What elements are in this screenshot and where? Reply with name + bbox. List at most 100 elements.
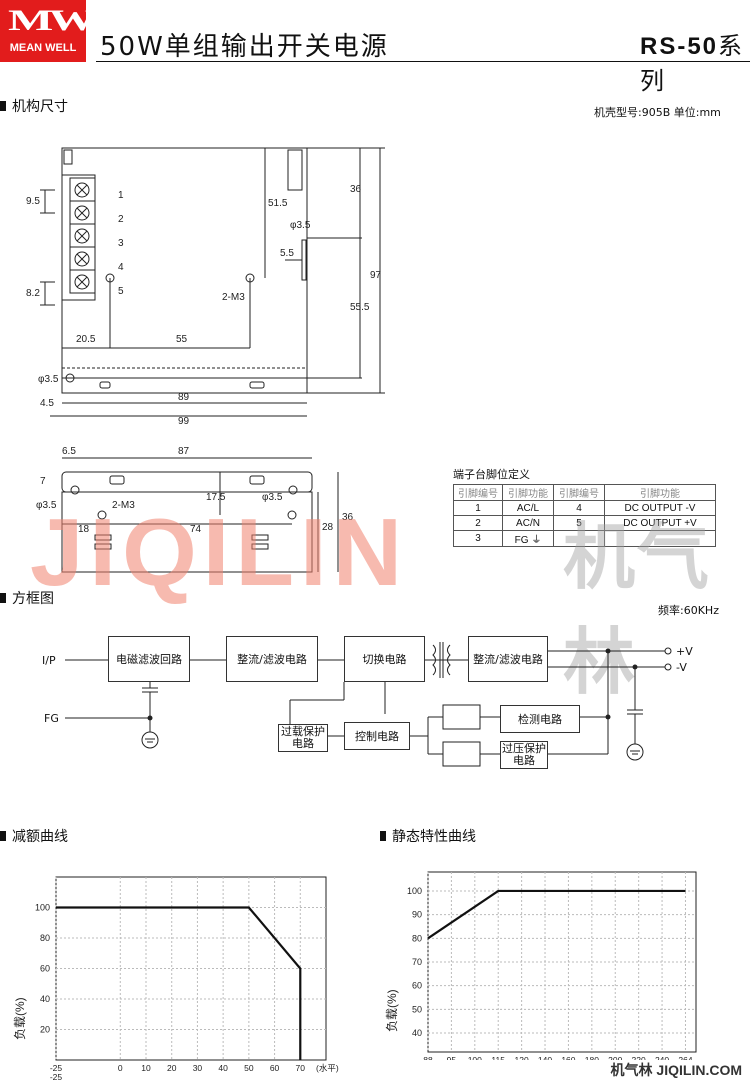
y-tick-label: 60 (40, 964, 50, 974)
terminal-5: 5 (118, 286, 124, 297)
x-axis-unit: (水平) (316, 1063, 339, 1073)
pin-header: 引脚编号 (453, 484, 503, 501)
pin-cell: AC/N (502, 515, 554, 531)
pin-table-title: 端子台脚位定义 (453, 468, 530, 481)
logo-mark: MW (8, 4, 97, 37)
x-tick-label: 120 (515, 1055, 529, 1060)
hole-label-1: φ3.5 (290, 220, 311, 231)
x-tick-label: 30 (193, 1063, 203, 1073)
y-tick-label: 90 (412, 910, 422, 920)
block-ocp: 过载保护电路 (278, 724, 328, 752)
dim-99: 99 (178, 416, 190, 427)
y-tick-label: 20 (40, 1025, 50, 1035)
x-tick-label: 0 (118, 1063, 123, 1073)
hole-label-2: φ3.5 (38, 374, 59, 385)
side-dim-74: 74 (190, 524, 202, 535)
y-tick-label: 80 (412, 933, 422, 943)
side-dim-36: 36 (342, 512, 354, 523)
y-tick-label: 100 (407, 886, 422, 896)
block-rectifier-1: 整流/滤波电路 (226, 636, 318, 682)
logo-text: MEAN WELL (9, 42, 77, 54)
meanwell-logo: MW MEAN WELL (0, 0, 97, 62)
side-hole-2: φ3.5 (262, 492, 283, 503)
x-tick-label: 220 (632, 1055, 646, 1060)
section-block: 方框图 (0, 588, 54, 608)
x-tick-label: 70 (296, 1063, 306, 1073)
y-tick-label: 60 (412, 981, 422, 991)
dim-20-5: 20.5 (76, 334, 96, 345)
dim-4-5: 4.5 (40, 398, 54, 409)
block-rectifier-2: 整流/滤波电路 (468, 636, 548, 682)
site-footer: 机气林 JIQILIN.COM (610, 1062, 742, 1078)
terminal-1: 1 (118, 190, 124, 201)
x-tick-label: 264 (678, 1055, 692, 1060)
x-tick-label: 200 (608, 1055, 622, 1060)
y-axis-label: 负载(%) (385, 989, 399, 1032)
watermark-cn: 机气林 (563, 515, 712, 704)
pin-cell: 2 (453, 515, 503, 531)
pin-cell: 3 (453, 530, 503, 547)
terminal-2: 2 (118, 214, 124, 225)
block-switching: 切换电路 (344, 636, 425, 682)
pin-header: 引脚功能 (502, 484, 554, 501)
x-tick-label: 88 (423, 1055, 433, 1060)
y-tick-label: 40 (412, 1028, 422, 1038)
x-tick-label: 20 (167, 1063, 177, 1073)
block-detection: 检测电路 (500, 705, 580, 733)
y-tick-label: 70 (412, 957, 422, 967)
terminal-4: 4 (118, 262, 124, 273)
dim-55-5: 55.5 (350, 302, 370, 313)
x-tick-label: 240 (655, 1055, 669, 1060)
block-control: 控制电路 (344, 722, 410, 750)
side-hole-m3: 2-M3 (112, 500, 135, 511)
top-view-drawing: 9.5 8.2 20.5 55 89 99 4.5 51.5 5.5 36 55… (26, 147, 385, 427)
dim-36: 36 (350, 184, 362, 195)
x-tick-label: 100 (468, 1055, 482, 1060)
out-neg-label: -V (676, 661, 687, 674)
hole-label-m3: 2-M3 (222, 292, 245, 303)
case-info: 机壳型号:905B 单位:mm (594, 106, 721, 119)
side-dim-7: 7 (40, 476, 46, 487)
out-pos-label: +V (676, 645, 693, 658)
section-mech: 机构尺寸 (0, 96, 68, 116)
block-diagram-lines (65, 642, 672, 767)
series-name: RS-50系列 (640, 32, 743, 95)
pin-cell: AC/L (502, 500, 554, 516)
dim-55: 55 (176, 334, 188, 345)
dim-89: 89 (178, 392, 190, 403)
y-tick-label: 40 (40, 994, 50, 1004)
x-tick-label: 95 (447, 1055, 457, 1060)
frequency: 频率:60KHz (658, 604, 719, 617)
x-tick-label: 140 (538, 1055, 552, 1060)
series-line (56, 906, 302, 1060)
section-static: 静态特性曲线 (380, 826, 476, 846)
x-tick-label: 40 (218, 1063, 228, 1073)
block-emi-filter: 电磁滤波回路 (108, 636, 190, 682)
pin-cell (604, 530, 716, 547)
block-ovp: 过压保护电路 (500, 741, 548, 769)
terminal-3: 3 (118, 238, 124, 249)
x-tick-label: 10 (141, 1063, 151, 1073)
x-tick-label: 60 (270, 1063, 280, 1073)
x-tick-label: 115 (491, 1055, 505, 1060)
watermark: JIQILIN (30, 499, 409, 606)
dim-8-2: 8.2 (26, 288, 40, 299)
x-tick-label: -25 (50, 1063, 63, 1073)
y-tick-label: 80 (40, 933, 50, 943)
page-title: 50W单组输出开关电源 (100, 32, 389, 62)
y-tick-label: 100 (35, 903, 50, 913)
dim-97: 97 (370, 270, 382, 281)
section-derating: 减额曲线 (0, 826, 68, 846)
side-dim-6-5: 6.5 (62, 446, 76, 457)
y-axis-label: 负载(%) (13, 997, 27, 1040)
dim-5-5: 5.5 (280, 248, 294, 259)
side-dim-18: 18 (78, 524, 90, 535)
header-rule (96, 61, 750, 62)
side-dim-87: 87 (178, 446, 190, 457)
pin-cell: FG ⏚ (502, 530, 554, 547)
